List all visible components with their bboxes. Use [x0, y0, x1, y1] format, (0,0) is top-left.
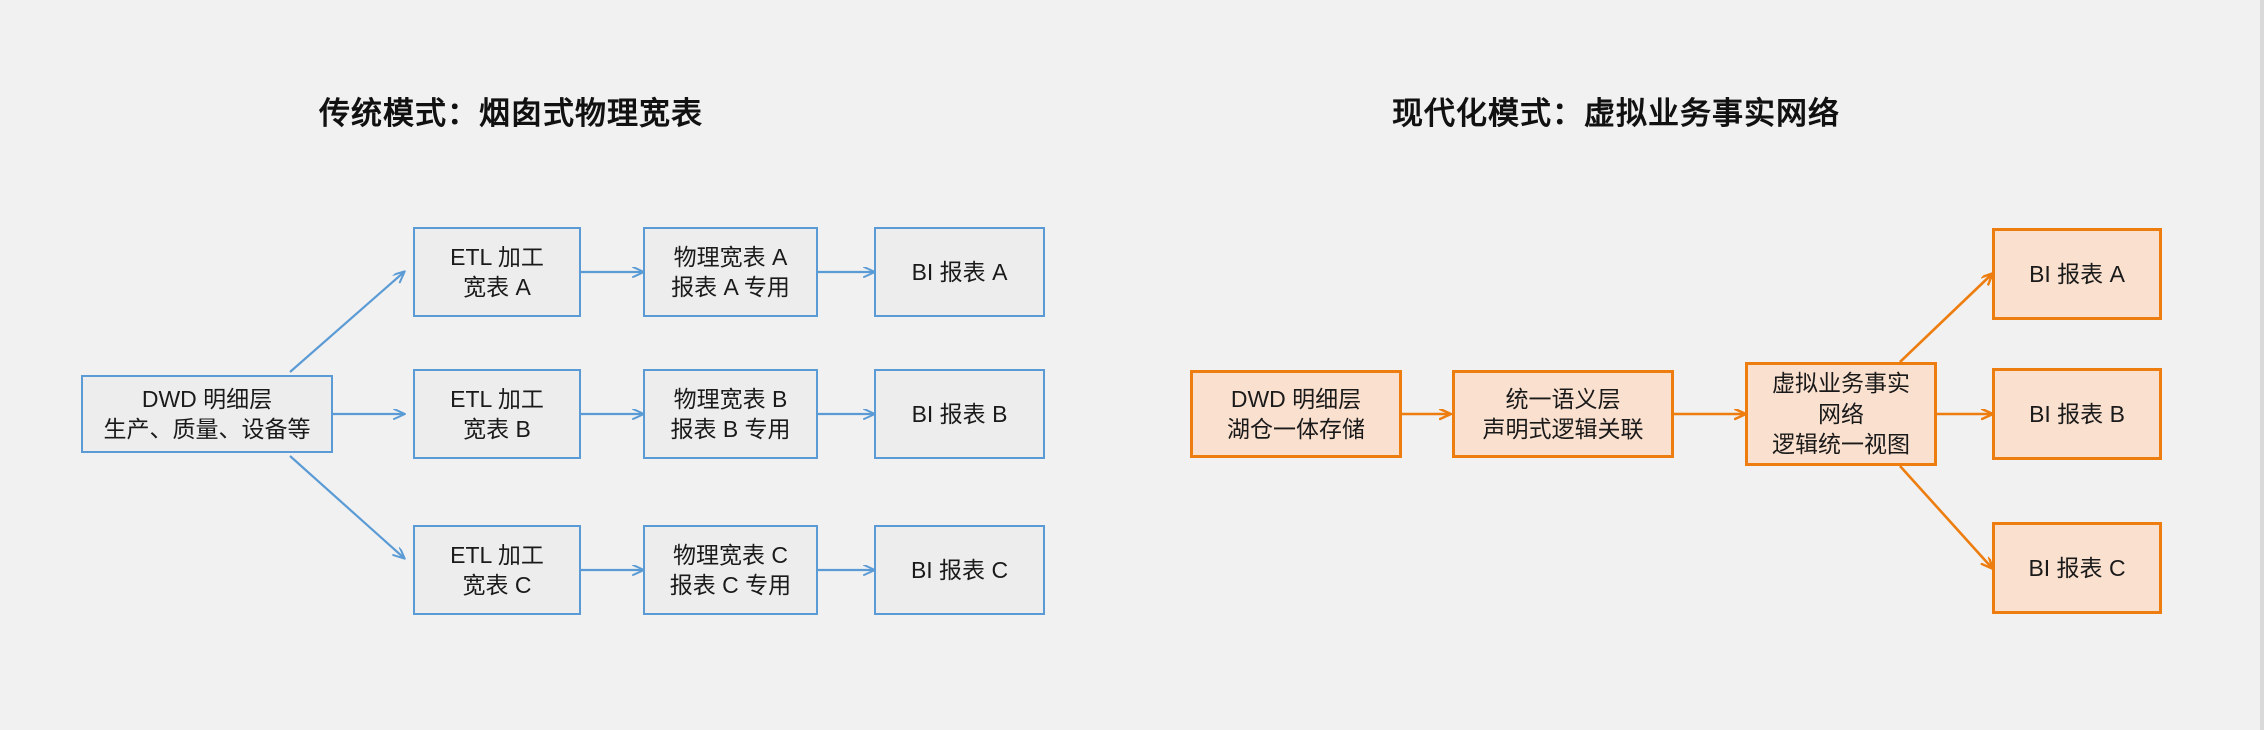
node-line: 湖仓一体存储	[1227, 416, 1365, 442]
node-wide-table-a[interactable]: 物理宽表 A 报表 A 专用	[643, 227, 818, 317]
node-line: 报表 C 专用	[669, 572, 792, 598]
edge-dwd-to-etl-a	[289, 272, 404, 373]
node-line: 网络	[1818, 400, 1864, 427]
panel-title-modern: 现代化模式：虚拟业务事实网络	[1392, 96, 1840, 131]
node-line: BI 报表 A	[911, 258, 1008, 285]
node-line: BI 报表 A	[2029, 260, 2125, 287]
node-wide-table-b[interactable]: 物理宽表 B 报表 B 专用	[643, 369, 818, 459]
node-line: 物理宽表 C	[673, 541, 788, 568]
node-wide-table-c[interactable]: 物理宽表 C 报表 C 专用	[643, 525, 818, 615]
node-line: BI 报表 B	[2029, 400, 2125, 427]
node-modern-bi-report-c[interactable]: BI 报表 C	[1992, 522, 2162, 614]
node-line: 物理宽表 A	[673, 243, 788, 270]
node-line: 统一语义层	[1505, 385, 1621, 412]
node-modern-bi-report-b[interactable]: BI 报表 B	[1992, 368, 2162, 460]
node-line: DWD 明细层	[141, 385, 273, 412]
node-line: DWD 明细层	[1230, 385, 1362, 412]
node-line: 宽表 B	[463, 416, 531, 442]
node-line: BI 报表 C	[910, 556, 1009, 583]
node-line: 虚拟业务事实	[1772, 370, 1910, 397]
node-bi-report-b[interactable]: BI 报表 B	[874, 369, 1045, 459]
node-line: ETL 加工	[450, 385, 544, 412]
node-line: 声明式逻辑关联	[1482, 416, 1644, 442]
node-line: 报表 A 专用	[671, 274, 790, 300]
node-line: 生产、质量、设备等	[103, 416, 311, 442]
node-line: 报表 B 专用	[670, 416, 791, 442]
edge-dwd-to-etl-c	[289, 455, 404, 558]
node-line: BI 报表 B	[911, 400, 1008, 427]
node-line: BI 报表 C	[2028, 554, 2126, 581]
node-line: 物理宽表 B	[673, 385, 788, 412]
node-virtual-fact-network[interactable]: 虚拟业务事实 网络 逻辑统一视图	[1745, 362, 1937, 466]
node-etl-c[interactable]: ETL 加工 宽表 C	[413, 525, 581, 615]
node-dwd-source-modern[interactable]: DWD 明细层 湖仓一体存储	[1190, 370, 1402, 458]
panel-title-traditional: 传统模式：烟囱式物理宽表	[319, 96, 703, 131]
node-semantic-layer[interactable]: 统一语义层 声明式逻辑关联	[1452, 370, 1674, 458]
node-bi-report-c[interactable]: BI 报表 C	[874, 525, 1045, 615]
node-line: ETL 加工	[450, 243, 544, 270]
node-etl-a[interactable]: ETL 加工 宽表 A	[413, 227, 581, 317]
node-line: 逻辑统一视图	[1772, 431, 1910, 458]
node-bi-report-a[interactable]: BI 报表 A	[874, 227, 1045, 317]
edge-network-to-bi-c	[1899, 465, 1992, 568]
node-line: ETL 加工	[450, 541, 544, 568]
edge-network-to-bi-a	[1899, 274, 1992, 363]
node-modern-bi-report-a[interactable]: BI 报表 A	[1992, 228, 2162, 320]
node-dwd-source-traditional[interactable]: DWD 明细层 生产、质量、设备等	[81, 375, 333, 453]
node-line: 宽表 C	[462, 572, 532, 598]
node-etl-b[interactable]: ETL 加工 宽表 B	[413, 369, 581, 459]
node-line: 宽表 A	[463, 274, 531, 300]
